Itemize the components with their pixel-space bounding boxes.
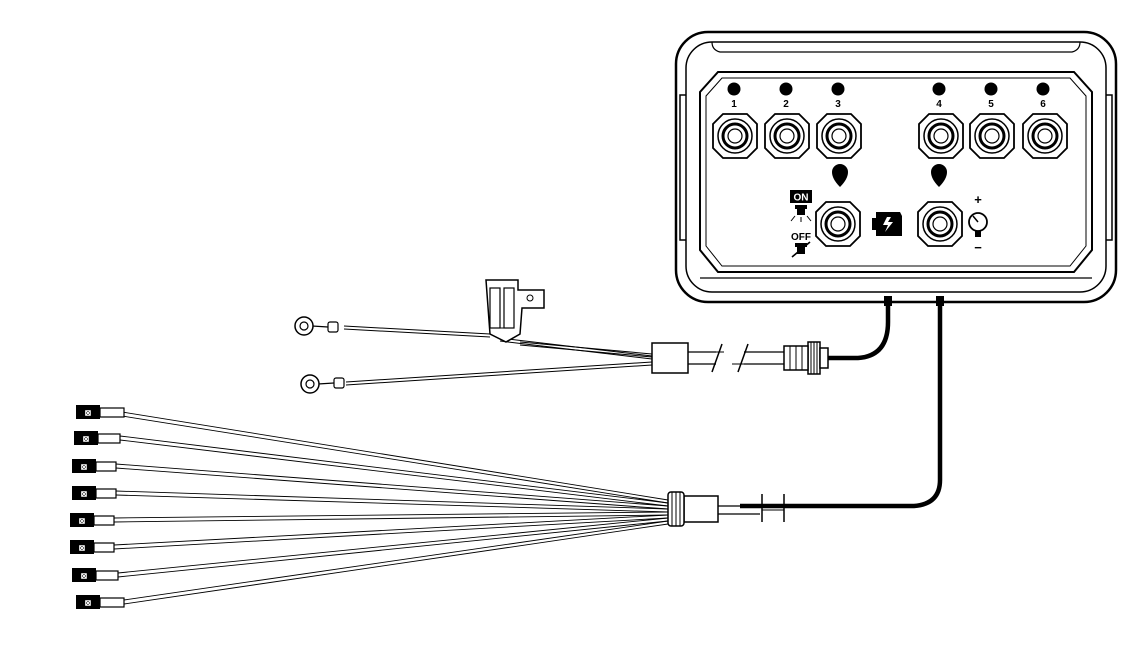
channel-label-4: 4	[936, 99, 942, 110]
output-lead-5: ⊠	[70, 511, 669, 527]
led-channel-4	[932, 82, 946, 96]
output-lead-8: ⊠	[76, 520, 669, 609]
output-lead-1: ⊠	[76, 405, 669, 504]
round-connector	[783, 341, 829, 375]
power-harness	[294, 279, 829, 394]
output-lead-3: ⊠	[72, 459, 669, 510]
cable-outlet-left	[884, 296, 892, 306]
pressure-legend: + −	[968, 192, 988, 255]
power-unit-icon	[872, 212, 902, 236]
connector-channel-6	[1022, 113, 1068, 159]
left-grip	[679, 94, 686, 241]
connector-channel-3	[816, 113, 862, 159]
led-channel-1	[727, 82, 741, 96]
output-lead-6: ⊠	[70, 514, 669, 554]
svg-text:⊠: ⊠	[81, 490, 88, 499]
ring-terminal-crimp-1	[327, 321, 339, 333]
cable-outlet-right	[936, 296, 944, 306]
connector-channel-1	[712, 113, 758, 159]
output-lead-4: ⊠	[72, 486, 669, 513]
pin-marker-left-icon	[832, 164, 848, 187]
svg-text:⊠: ⊠	[85, 599, 92, 608]
right-grip	[1106, 94, 1113, 241]
power-cable-main	[826, 304, 891, 361]
controller-box: 1 2 3 4 5 6	[674, 30, 1118, 306]
controller-top-rim	[711, 41, 1081, 53]
ring-terminal-crimp-2	[333, 377, 345, 389]
lamp-on-icon	[790, 205, 812, 222]
cable-break-marker-top	[711, 343, 749, 373]
svg-text:⊠: ⊠	[81, 572, 88, 581]
fuse-holder	[485, 279, 545, 343]
cable-break-marker-bottom	[761, 494, 785, 522]
on-badge	[790, 190, 812, 203]
switch-legend: ON OFF	[790, 190, 812, 258]
connector-switch	[815, 201, 861, 247]
pin-marker-right-icon	[931, 164, 947, 187]
off-label: OFF	[791, 232, 811, 243]
channel-label-5: 5	[988, 99, 994, 110]
connector-channel-4	[918, 113, 964, 159]
controller-housing-inner	[685, 41, 1107, 293]
output-junction-sleeve	[683, 495, 719, 523]
controller-face-plate	[699, 71, 1093, 273]
controller-face-inner	[705, 77, 1087, 267]
output-harness: ⊠ ⊠ ⊠ ⊠ ⊠	[70, 405, 785, 609]
pressure-gauge-icon	[968, 212, 988, 237]
svg-text:⊠: ⊠	[81, 463, 88, 472]
led-channel-6	[1036, 82, 1050, 96]
svg-text:⊠: ⊠	[79, 544, 86, 553]
connector-channel-5	[969, 113, 1015, 159]
lamp-off-icon	[791, 241, 811, 258]
connector-channel-2	[764, 113, 810, 159]
connector-pressure	[917, 201, 963, 247]
led-channel-3	[831, 82, 845, 96]
on-label: ON	[794, 193, 809, 204]
svg-text:⊠: ⊠	[85, 409, 92, 418]
led-channel-2	[779, 82, 793, 96]
output-cable-main	[740, 304, 943, 509]
svg-text:⊠: ⊠	[79, 517, 86, 526]
output-lead-2: ⊠	[74, 431, 669, 507]
output-grommet	[667, 491, 685, 527]
pressure-minus-label: −	[974, 240, 982, 255]
channel-label-1: 1	[731, 99, 737, 110]
led-channel-5	[984, 82, 998, 96]
pressure-plus-label: +	[974, 192, 982, 207]
svg-text:⊠: ⊠	[83, 435, 90, 444]
power-junction-sleeve	[651, 342, 689, 374]
channel-label-2: 2	[783, 99, 789, 110]
channel-label-3: 3	[835, 99, 841, 110]
channel-label-6: 6	[1040, 99, 1046, 110]
output-lead-7: ⊠	[72, 517, 669, 582]
